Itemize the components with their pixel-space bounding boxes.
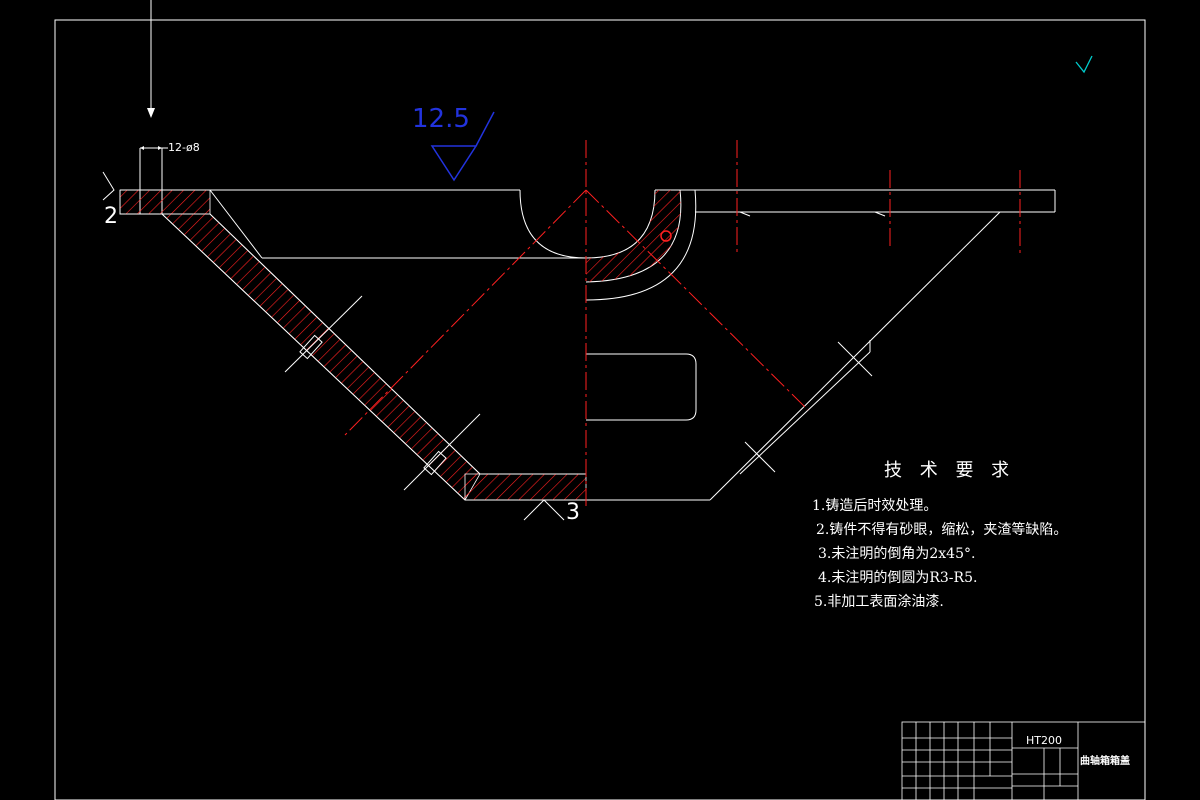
check-mark-icon bbox=[1075, 55, 1093, 74]
technical-requirements: 技 术 要 求 1.铸造后时效处理。 2.铸件不得有砂眼，缩松，夹渣等缺陷。 3… bbox=[812, 456, 1172, 614]
material-label: HT200 bbox=[1026, 734, 1062, 747]
section-hatch bbox=[119, 189, 681, 501]
hole-marker-icon bbox=[660, 230, 672, 242]
center-lines bbox=[344, 140, 1021, 510]
section-tag-marks bbox=[102, 171, 565, 521]
tick-marks bbox=[284, 295, 873, 491]
technical-requirements-title: 技 术 要 求 bbox=[884, 460, 1016, 481]
requirement-item: 3.未注明的倒角为2x45°. bbox=[818, 546, 976, 562]
cover-outline bbox=[119, 189, 1056, 501]
hole-callout-label: 12-ø8 bbox=[168, 141, 200, 154]
section-tag-bottom: 3 bbox=[566, 500, 580, 525]
roughness-symbol bbox=[430, 111, 495, 182]
title-block bbox=[901, 721, 1146, 800]
drawing-frame bbox=[54, 19, 1146, 800]
requirement-item: 1.铸造后时效处理。 bbox=[812, 498, 938, 514]
view-arrow bbox=[147, 0, 155, 118]
roughness-value-label: 12.5 bbox=[412, 104, 470, 134]
requirement-item: 2.铸件不得有砂眼，缩松，夹渣等缺陷。 bbox=[816, 522, 1068, 538]
section-tag-left: 2 bbox=[104, 204, 118, 229]
requirement-item: 5.非加工表面涂油漆. bbox=[814, 594, 944, 610]
part-name-label: 曲轴箱箱盖 bbox=[1080, 756, 1130, 767]
requirement-item: 4.未注明的倒圆为R3-R5. bbox=[818, 570, 978, 586]
